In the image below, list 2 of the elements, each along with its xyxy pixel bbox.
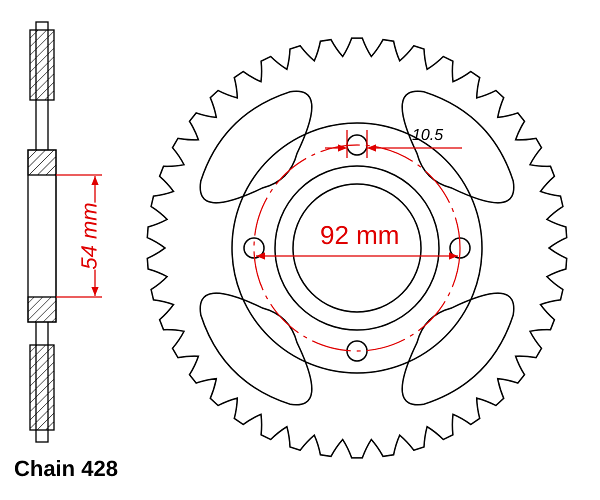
chain-size-label: Chain 428 bbox=[14, 458, 118, 480]
dimension-label: 10.5 bbox=[412, 128, 444, 144]
